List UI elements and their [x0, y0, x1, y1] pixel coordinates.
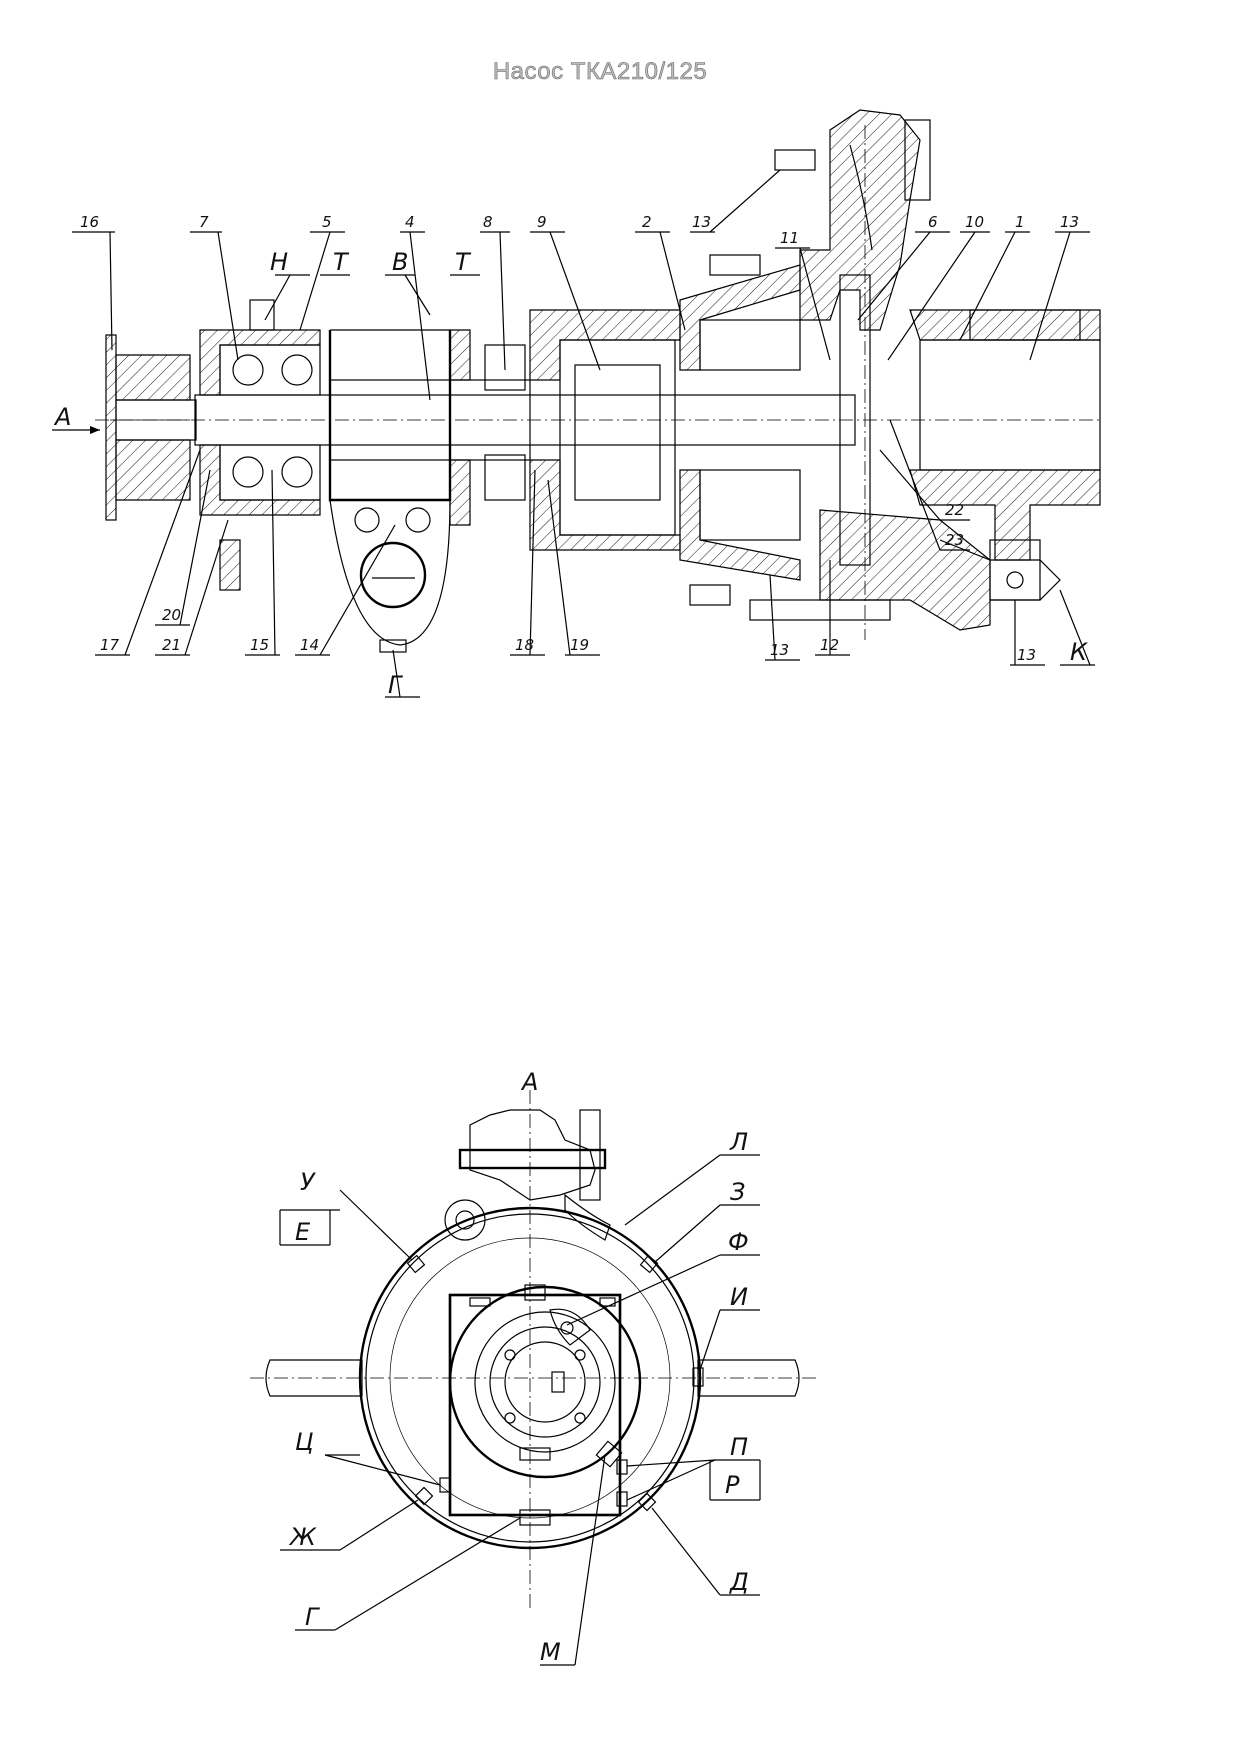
label-2: 2: [642, 213, 652, 231]
label-11: 11: [780, 229, 799, 247]
label-Ts: Ц: [295, 1428, 314, 1456]
label-15: 15: [250, 636, 269, 654]
label-T-1: Т: [333, 248, 350, 276]
label-5: 5: [322, 213, 332, 231]
label-1: 1: [1015, 213, 1025, 231]
label-N: Н: [270, 248, 288, 276]
label-L: Л: [729, 1128, 748, 1156]
label-Z: З: [730, 1178, 745, 1206]
label-4: 4: [405, 213, 415, 231]
end-view: А У Е Л З Ф И Ц Ж П Р Д Г М: [250, 1068, 820, 1666]
label-D: Д: [729, 1568, 749, 1596]
pump-casing: [679, 109, 1101, 640]
label-8: 8: [483, 213, 493, 231]
label-A-view: А: [520, 1068, 538, 1096]
label-14: 14: [300, 636, 319, 654]
label-7: 7: [199, 213, 209, 231]
leaders-top: [52, 169, 1090, 434]
label-12: 12: [820, 636, 839, 654]
label-F: Ф: [728, 1228, 749, 1256]
label-9: 9: [537, 213, 547, 231]
label-13-a: 13: [692, 213, 711, 231]
label-T-2: Т: [455, 248, 472, 276]
label-17: 17: [100, 636, 120, 654]
label-E: Е: [295, 1218, 311, 1246]
label-I: И: [730, 1283, 748, 1311]
label-K: К: [1070, 638, 1088, 666]
label-13-c: 13: [770, 641, 789, 659]
coupling-16: [105, 334, 197, 521]
leaders-bottom: [95, 419, 1095, 698]
label-U: У: [300, 1168, 316, 1196]
label-R: Р: [725, 1471, 740, 1499]
label-21: 21: [162, 636, 181, 654]
label-20: 20: [162, 606, 181, 624]
label-Zh: Ж: [288, 1523, 317, 1551]
label-13-b: 13: [1060, 213, 1079, 231]
label-V: В: [392, 248, 408, 276]
shaft: [194, 329, 856, 653]
drawing-title: Насос ТКА210/125: [492, 58, 708, 86]
label-13-d: 13: [1017, 646, 1036, 664]
label-22: 22: [945, 501, 964, 519]
label-16: 16: [80, 213, 99, 231]
label-6: 6: [928, 213, 938, 231]
label-G-top: Г: [388, 671, 403, 699]
label-P: П: [730, 1433, 748, 1461]
label-M: М: [540, 1638, 561, 1666]
label-G-view: Г: [305, 1603, 320, 1631]
label-23: 23: [945, 531, 964, 549]
section-view: 16 7 5 4 8 9 2 13 11 6 10 1 13 Н Т В Т А…: [52, 109, 1101, 699]
label-10: 10: [965, 213, 984, 231]
label-19: 19: [570, 636, 589, 654]
label-A-arrow: А: [53, 403, 71, 431]
label-18: 18: [515, 636, 534, 654]
